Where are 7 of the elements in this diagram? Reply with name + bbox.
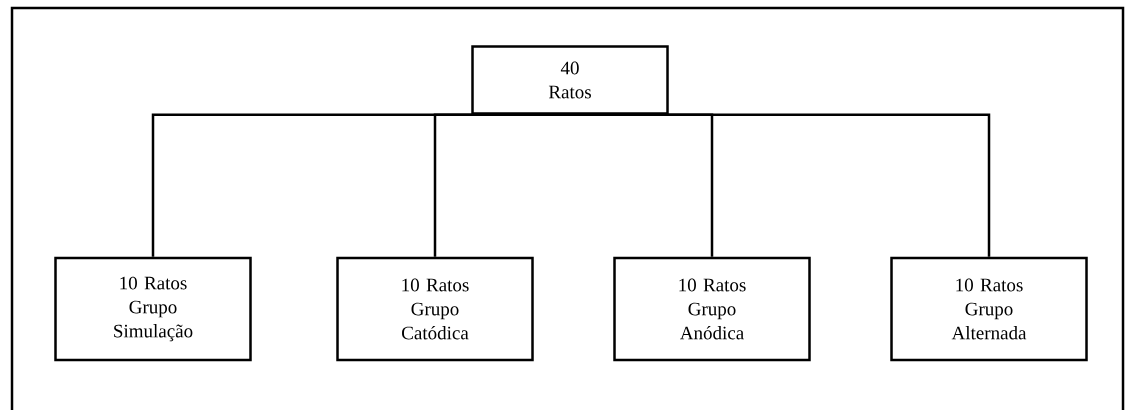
group-box: 10 Ratos Grupo Simulação [54,256,252,362]
connector-line [433,113,570,257]
group-box: 10 Ratos Grupo Catódica [336,256,534,362]
connector-line [570,113,991,257]
group-box: 40 Ratos [471,45,669,115]
group-box: 10 Ratos Grupo Alternada [890,256,1088,362]
group-box: 10 Ratos Grupo Anódica [613,256,811,362]
